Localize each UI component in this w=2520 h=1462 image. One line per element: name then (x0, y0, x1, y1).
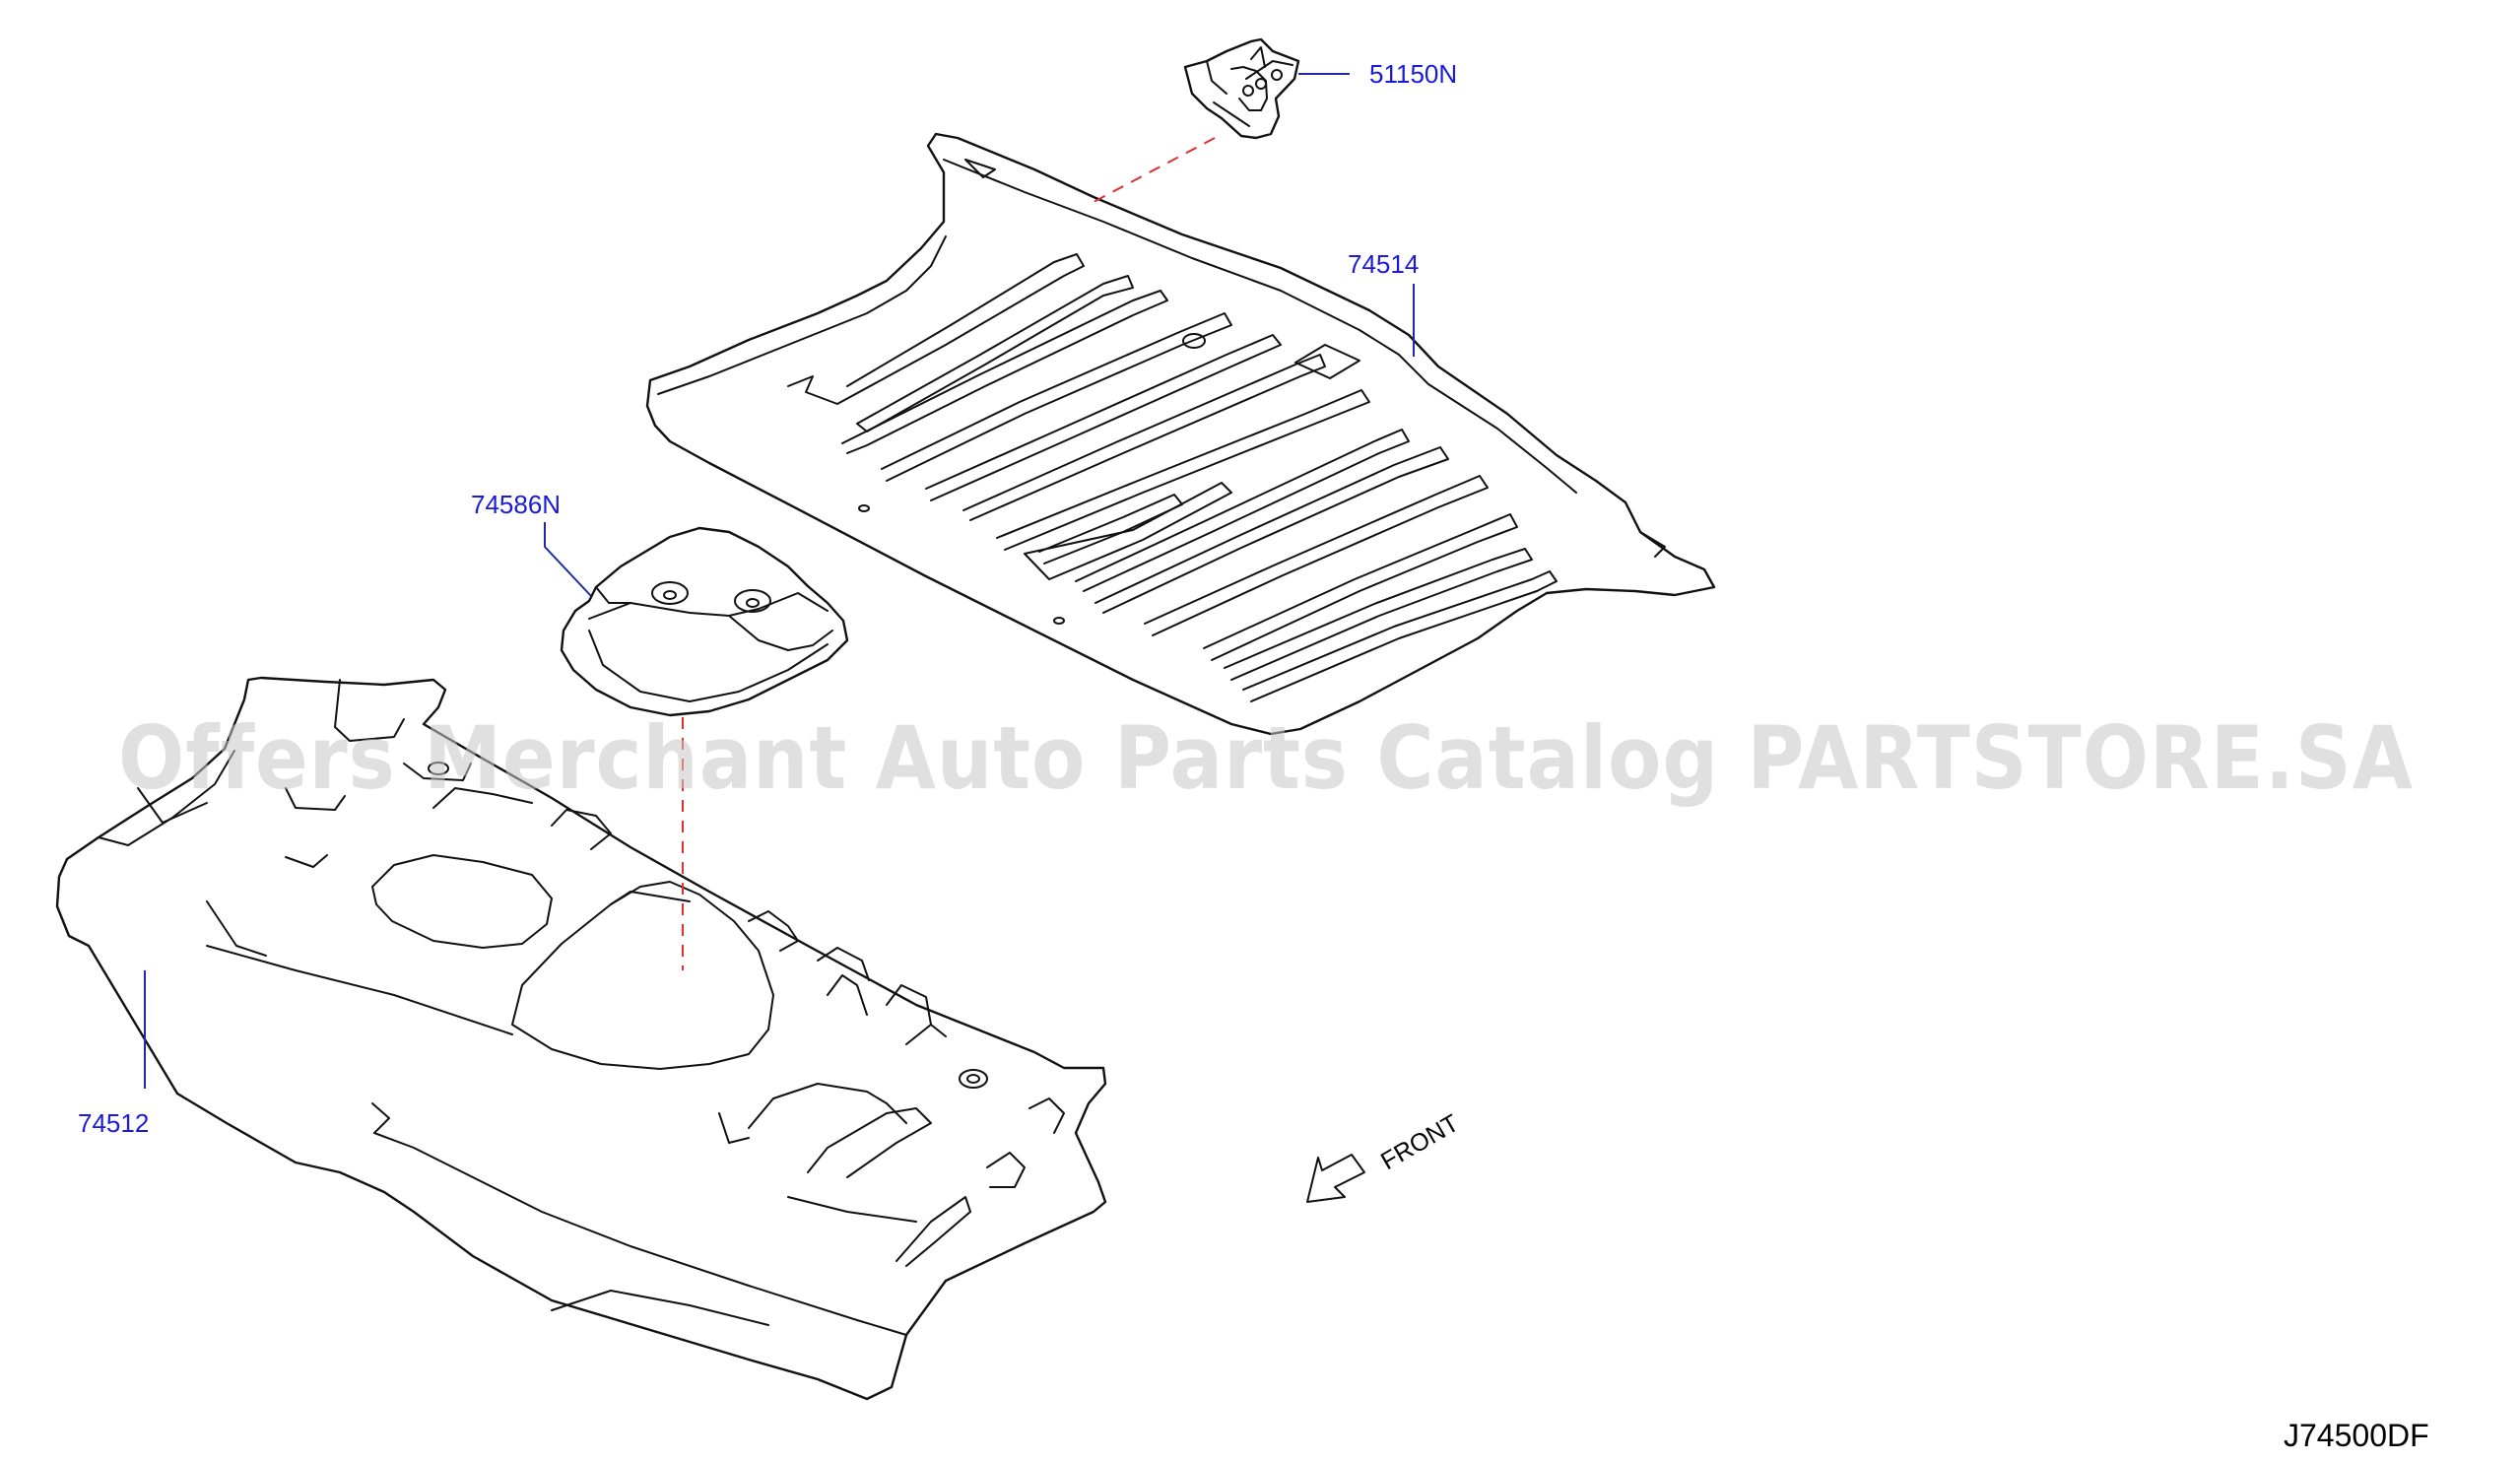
spare-tire-well-cover[interactable] (560, 526, 849, 717)
dashed-line-bracket (1093, 137, 1216, 203)
dashed-references (682, 137, 1216, 970)
callout-51150n: 51150N (1369, 59, 1457, 89)
rear-floor-front-panel[interactable] (55, 676, 1107, 1401)
bracket-51150n[interactable] (1183, 37, 1300, 140)
callout-74514: 74514 (1348, 249, 1419, 279)
callout-74586n: 74586N (471, 490, 561, 519)
front-direction-indicator: FRONT (1306, 1109, 1464, 1203)
front-arrow-icon (1306, 1154, 1365, 1203)
front-label: FRONT (1376, 1109, 1464, 1175)
diagram-code: J74500DF (2284, 1418, 2429, 1453)
watermark: Offers Merchant Auto Parts Catalog PARTS… (118, 707, 2414, 809)
leader-lines (144, 73, 1415, 1089)
leader-74586n (544, 522, 592, 597)
callout-74512: 74512 (78, 1108, 149, 1138)
rear-floor-rear-panel[interactable] (645, 132, 1716, 736)
